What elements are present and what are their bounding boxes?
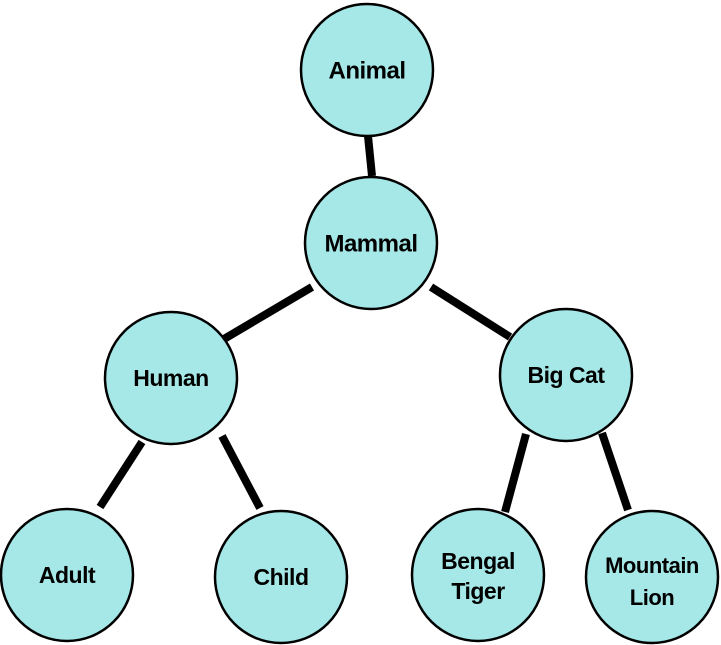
node-mountain-lion-circle	[584, 509, 720, 645]
node-animal-circle	[299, 2, 435, 138]
node-bigcat-label: Big Cat	[528, 362, 606, 388]
edge-human-child	[218, 434, 264, 510]
node-adult-label: Adult	[39, 562, 96, 588]
node-child-circle	[213, 509, 349, 645]
edge-bigcat-mountain	[598, 431, 632, 512]
node-mountain-lion-label-line1: Mountain	[605, 553, 699, 578]
node-human-circle	[103, 310, 239, 446]
node-mammal: Mammal	[303, 175, 439, 311]
node-child-label: Child	[254, 564, 309, 590]
node-bigcat: Big Cat	[498, 307, 634, 443]
node-human: Human	[103, 310, 239, 446]
edge-human-adult	[96, 439, 146, 510]
edge-mammal-bigcat	[428, 283, 513, 341]
edge-animal-mammal	[364, 135, 376, 177]
node-mountain-lion-label-line2: Lion	[630, 585, 674, 610]
node-bigcat-circle	[498, 307, 634, 443]
node-animal: Animal	[299, 2, 435, 138]
edge-bigcat-bengal	[501, 432, 530, 514]
edge-mammal-human	[221, 283, 315, 343]
node-bengal-tiger-label-line1: Bengal	[441, 548, 515, 574]
node-mammal-circle	[303, 175, 439, 311]
node-mountain-lion: Mountain Lion	[584, 509, 720, 645]
node-mammal-label: Mammal	[324, 230, 417, 257]
node-bengal-tiger-label-line2: Tiger	[451, 578, 505, 604]
node-bengal-tiger: Bengal Tiger	[410, 507, 546, 643]
node-bengal-tiger-circle	[410, 507, 546, 643]
node-adult: Adult	[0, 507, 135, 643]
node-human-label: Human	[133, 365, 208, 391]
node-adult-circle	[0, 507, 135, 643]
node-child: Child	[213, 509, 349, 645]
node-animal-label: Animal	[328, 57, 405, 84]
